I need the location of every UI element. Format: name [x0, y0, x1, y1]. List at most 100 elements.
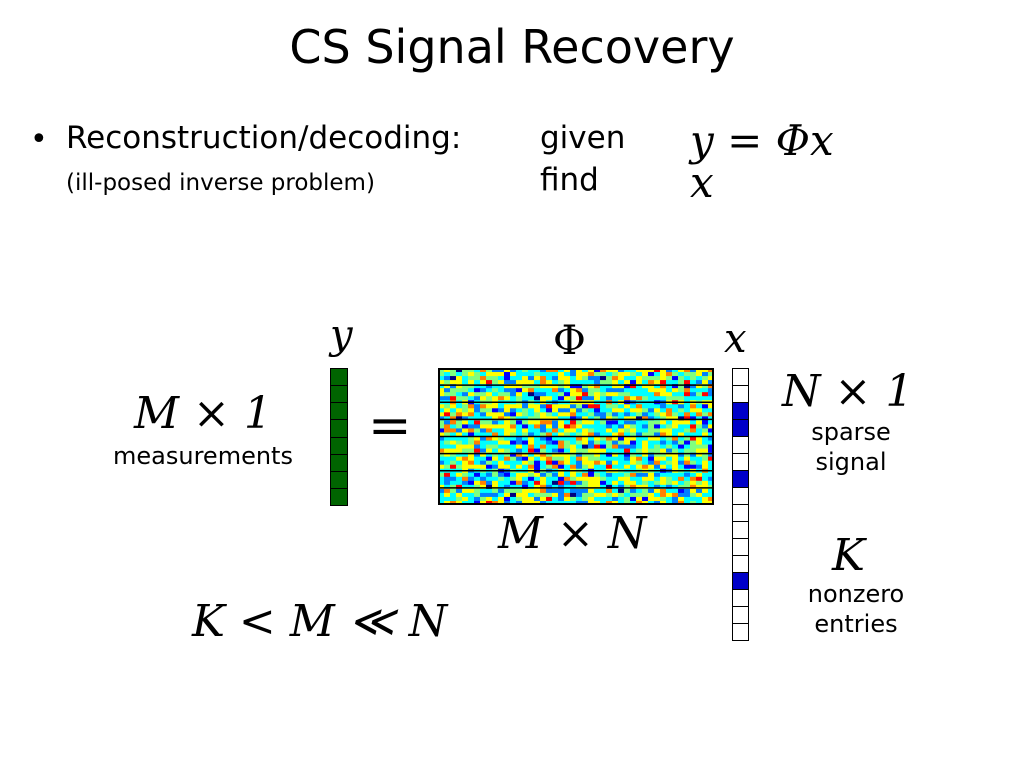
phi-entry	[480, 372, 487, 377]
phi-entry	[552, 376, 559, 381]
phi-entry	[672, 472, 679, 478]
phi-entry	[684, 412, 691, 417]
phi-entry	[708, 428, 714, 434]
phi-entry	[648, 404, 655, 409]
y-cell	[330, 470, 348, 489]
phi-entry	[504, 424, 511, 430]
phi-entry	[438, 492, 445, 498]
phi-entry	[450, 376, 457, 381]
phi-entry	[690, 368, 697, 373]
phi-entry	[594, 480, 601, 486]
phi-entry	[438, 380, 445, 385]
x-vector-label: x	[724, 316, 747, 362]
phi-entry	[486, 392, 493, 397]
phi-entry	[504, 492, 511, 498]
phi-entry	[534, 412, 541, 417]
phi-entry	[594, 500, 601, 505]
phi-entry	[672, 372, 679, 377]
phi-entry	[630, 448, 637, 454]
phi-entry	[510, 392, 517, 397]
phi-entry	[546, 488, 553, 494]
k-symbol: K	[832, 530, 865, 581]
phi-entry	[552, 452, 559, 458]
phi-entry	[624, 376, 631, 381]
phi-entry	[624, 496, 631, 502]
phi-entry	[696, 384, 703, 389]
phi-entry	[636, 480, 643, 486]
phi-entry	[480, 476, 487, 482]
phi-entry	[462, 452, 469, 458]
phi-entry	[696, 428, 703, 434]
phi-entry	[558, 424, 565, 430]
phi-entry	[600, 388, 607, 393]
phi-entry	[450, 392, 457, 397]
phi-entry	[474, 424, 481, 430]
phi-entry	[444, 448, 451, 454]
phi-entry	[606, 500, 613, 505]
phi-entry	[564, 424, 571, 430]
phi-entry	[570, 412, 577, 417]
phi-entry	[684, 424, 691, 430]
phi-entry	[660, 432, 667, 438]
phi-entry	[630, 444, 637, 450]
phi-entry	[552, 464, 559, 470]
phi-entry	[630, 372, 637, 377]
phi-entry	[612, 476, 619, 482]
phi-entry	[690, 444, 697, 450]
phi-entry	[654, 388, 661, 393]
phi-entry	[702, 392, 709, 397]
phi-entry	[456, 480, 463, 486]
phi-entry	[438, 388, 445, 393]
phi-entry	[708, 444, 714, 450]
phi-entry	[684, 408, 691, 413]
phi-entry	[558, 464, 565, 470]
phi-entry	[576, 492, 583, 498]
phi-entry	[618, 488, 625, 494]
phi-entry	[678, 496, 685, 502]
phi-entry	[438, 368, 445, 373]
phi-entry	[606, 480, 613, 486]
phi-entry	[624, 384, 631, 389]
phi-entry	[540, 404, 547, 409]
phi-entry	[648, 424, 655, 430]
phi-entry	[660, 424, 667, 430]
phi-entry	[456, 392, 463, 397]
phi-entry	[672, 392, 679, 397]
phi-entry	[612, 500, 619, 505]
phi-entry	[570, 384, 577, 389]
phi-entry	[702, 368, 709, 373]
phi-entry	[444, 440, 451, 446]
phi-entry	[576, 460, 583, 466]
phi-entry	[606, 444, 613, 450]
phi-entry	[624, 448, 631, 454]
phi-entry	[654, 424, 661, 430]
phi-entry	[666, 440, 673, 446]
phi-entry	[492, 372, 499, 377]
phi-entry	[684, 436, 691, 442]
phi-entry	[636, 500, 643, 505]
phi-entry	[630, 420, 637, 426]
phi-entry	[642, 444, 649, 450]
phi-entry	[450, 368, 457, 373]
phi-entry	[684, 388, 691, 393]
phi-entry	[642, 384, 649, 389]
phi-entry	[450, 396, 457, 401]
given-word: given	[540, 120, 626, 156]
phi-entry	[672, 420, 679, 426]
phi-entry	[564, 404, 571, 409]
phi-entry	[594, 372, 601, 377]
phi-entry	[444, 472, 451, 478]
phi-entry	[708, 412, 714, 417]
phi-entry	[594, 368, 601, 373]
phi-entry	[600, 384, 607, 389]
phi-entry	[666, 368, 673, 373]
phi-entry	[486, 368, 493, 373]
phi-entry	[558, 420, 565, 426]
phi-entry	[528, 460, 535, 466]
phi-entry	[660, 388, 667, 393]
phi-entry	[516, 388, 523, 393]
y-cell	[330, 368, 348, 387]
phi-entry	[528, 380, 535, 385]
phi-entry	[678, 444, 685, 450]
phi-entry	[552, 476, 559, 482]
